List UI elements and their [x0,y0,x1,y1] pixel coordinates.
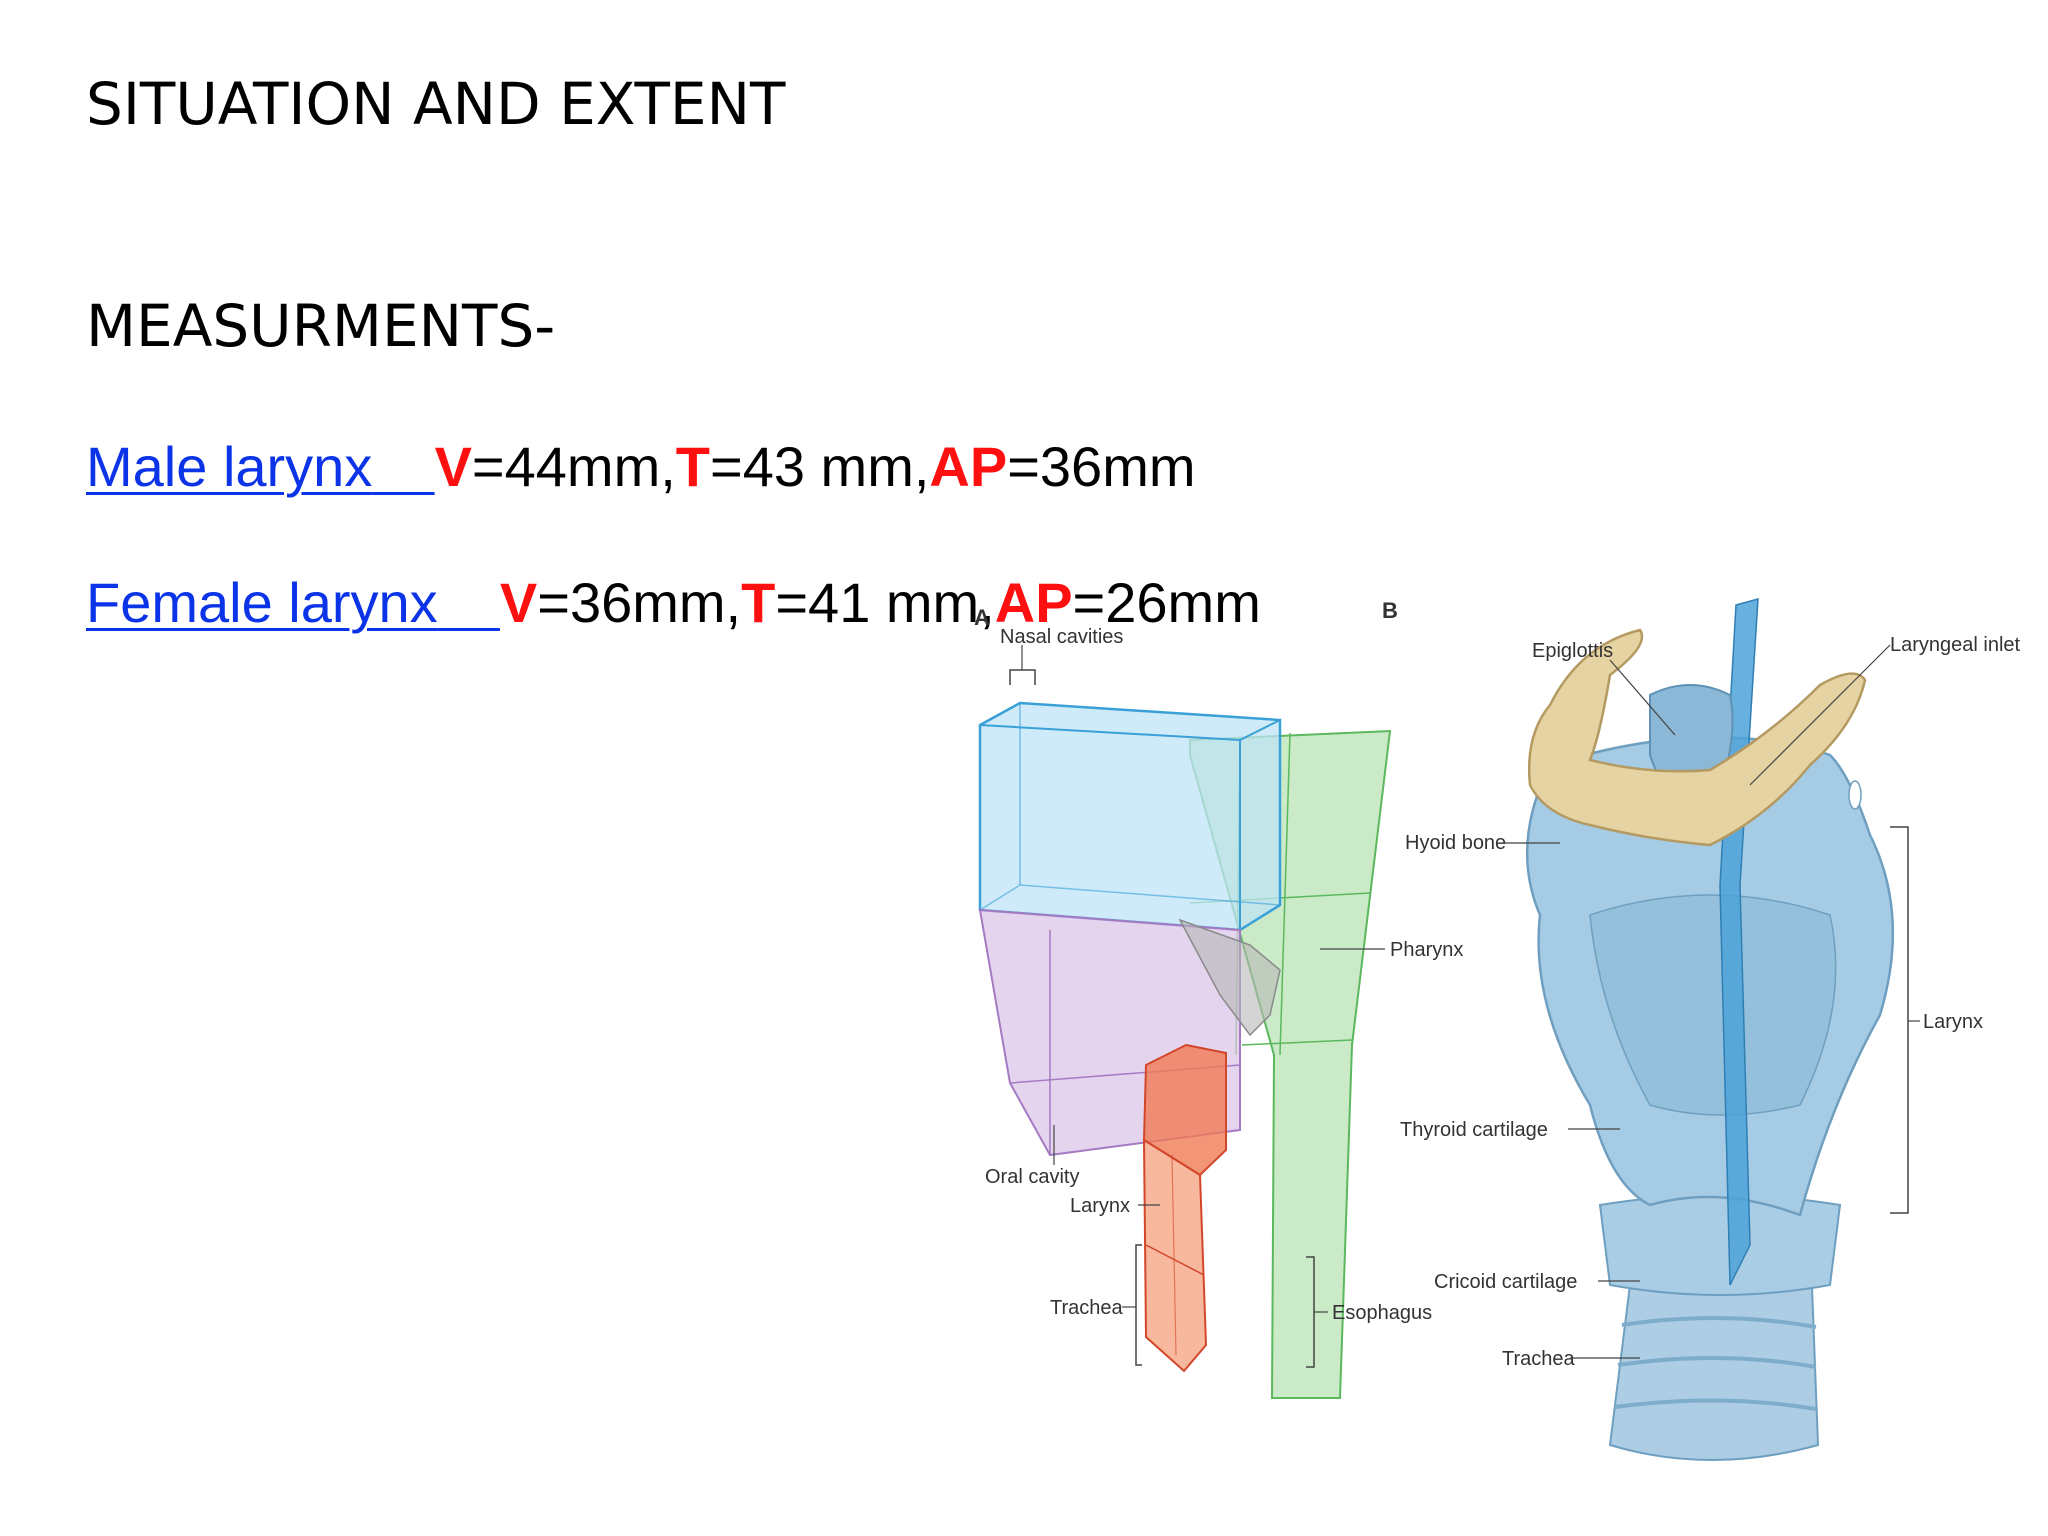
male-larynx-link[interactable]: Male larynx [86,435,373,498]
label-cricoid-cartilage: Cricoid cartilage [1434,1271,1577,1293]
male-ap-key: AP [929,435,1008,498]
label-pharynx: Pharynx [1390,939,1463,961]
slide-title: SITUATION AND EXTENT [86,70,786,138]
cricoid-cartilage [1598,1194,1842,1296]
nasal-cavity-block [978,701,1282,932]
label-larynx-a: Larynx [1070,1195,1130,1217]
trachea-block [1142,1138,1208,1373]
label-oral-cavity: Oral cavity [985,1166,1079,1188]
female-v-value: =36mm, [537,571,742,634]
panel-a-diagram: A Nasal cavities Pharynx [974,605,1463,1399]
female-v-key: V [499,571,538,634]
label-larynx-b: Larynx [1923,1011,1983,1033]
hyoid-bone [1527,628,1867,847]
female-ap-value: =26mm [1072,571,1261,634]
male-measurement-line: Male larynx V=44mm,T=43 mm,AP=36mm [86,434,1196,499]
male-ap-value: =36mm [1007,435,1196,498]
female-t-key: T [741,571,776,634]
measurements-heading: MEASURMENTS- [86,292,556,360]
label-epiglottis: Epiglottis [1532,640,1613,662]
female-larynx-link[interactable]: Female larynx [86,571,438,634]
female-t-value: =41 mm, [775,571,995,634]
panel-a-marker: A [974,605,990,630]
label-trachea-b: Trachea [1502,1348,1576,1370]
male-t-key: T [675,435,710,498]
male-t-value: =43 mm, [710,435,930,498]
epiglottis-shape [1178,918,1281,1037]
panel-b-illustration: B Epiglottis Laryngeal inlet Hyoid bone … [1382,598,2021,1461]
male-v-value: =44mm, [471,435,676,498]
label-thyroid-cartilage: Thyroid cartilage [1400,1119,1548,1141]
trachea-rings [1608,1279,1820,1461]
panel-b-marker: B [1382,598,1398,623]
label-hyoid-bone: Hyoid bone [1405,832,1506,854]
label-trachea-a: Trachea [1050,1297,1124,1319]
female-ap-key: AP [994,571,1073,634]
larynx-anatomy-figure: A Nasal cavities Pharynx [974,598,2021,1461]
label-laryngeal-inlet: Laryngeal inlet [1890,634,2021,656]
female-measurement-line: Female larynx V=36mm,T=41 mm,AP=26mm [86,570,1261,635]
label-esophagus: Esophagus [1332,1302,1432,1324]
male-v-key: V [434,435,472,498]
label-nasal-cavities: Nasal cavities [1000,626,1123,648]
